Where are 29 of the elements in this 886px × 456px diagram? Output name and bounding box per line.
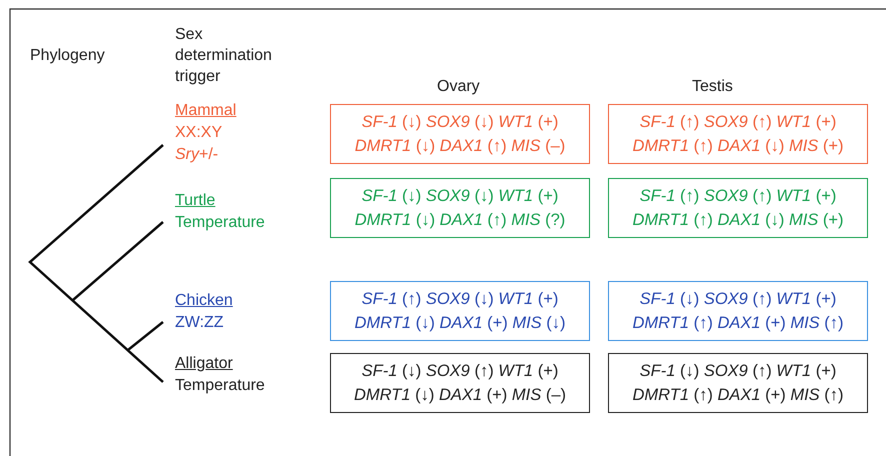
species-name: Chicken [175,291,233,311]
gene-expression-text: SF-1 (↓) SOX9 (↑) WT1 (+) DMRT1 (↓) DAX1 (+) MIS (–) [353,361,567,406]
gene-expression-text: SF-1 (↑) SOX9 (↑) WT1 (+) DMRT1 (↑) DAX1 (↓) MIS (+) [631,186,845,231]
column-heading: Ovary [437,77,481,97]
column-heading: Phylogeny [30,46,106,66]
gene-expression-text: SF-1 (↓) SOX9 (↓) WT1 (+) DMRT1 (↓) DAX1 (↑) MIS (?) [354,186,566,231]
gene-expression-box [330,281,590,341]
gene-expression-box [330,353,590,413]
gene-expression-box [608,178,868,238]
gene-expression-text: SF-1 (↓) SOX9 (↑) WT1 (+) DMRT1 (↑) DAX1 (+) MIS (↑) [631,361,845,406]
species-name: Turtle [175,191,216,211]
gene-expression-box [330,104,590,164]
sex-determination-trigger: Temperature [175,376,265,396]
sex-determination-trigger: Temperature [175,213,265,233]
gene-expression-text: SF-1 (↓) SOX9 (↓) WT1 (+) DMRT1 (↓) DAX1 (↑) MIS (–) [354,112,566,157]
gene-expression-box [608,281,868,341]
gene-expression-text: SF-1 (↑) SOX9 (↓) WT1 (+) DMRT1 (↓) DAX1 (+) MIS (↓) [353,289,567,334]
sex-determination-trigger: ZW:ZZ [175,313,224,333]
gene-expression-box [608,104,868,164]
column-heading: Testis [692,77,734,97]
gene-expression-box [608,353,868,413]
species-name: Alligator [175,354,233,374]
sex-determination-trigger: Sry+/- [175,145,218,165]
gene-expression-text: SF-1 (↑) SOX9 (↑) WT1 (+) DMRT1 (↑) DAX1 (↓) MIS (+) [631,112,845,157]
gene-expression-box [330,178,590,238]
species-name: Mammal [175,101,236,121]
column-heading: Sex determination trigger [175,25,273,87]
gene-expression-text: SF-1 (↓) SOX9 (↑) WT1 (+) DMRT1 (↑) DAX1 (+) MIS (↑) [631,289,845,334]
sex-determination-trigger: XX:XY [175,123,222,143]
